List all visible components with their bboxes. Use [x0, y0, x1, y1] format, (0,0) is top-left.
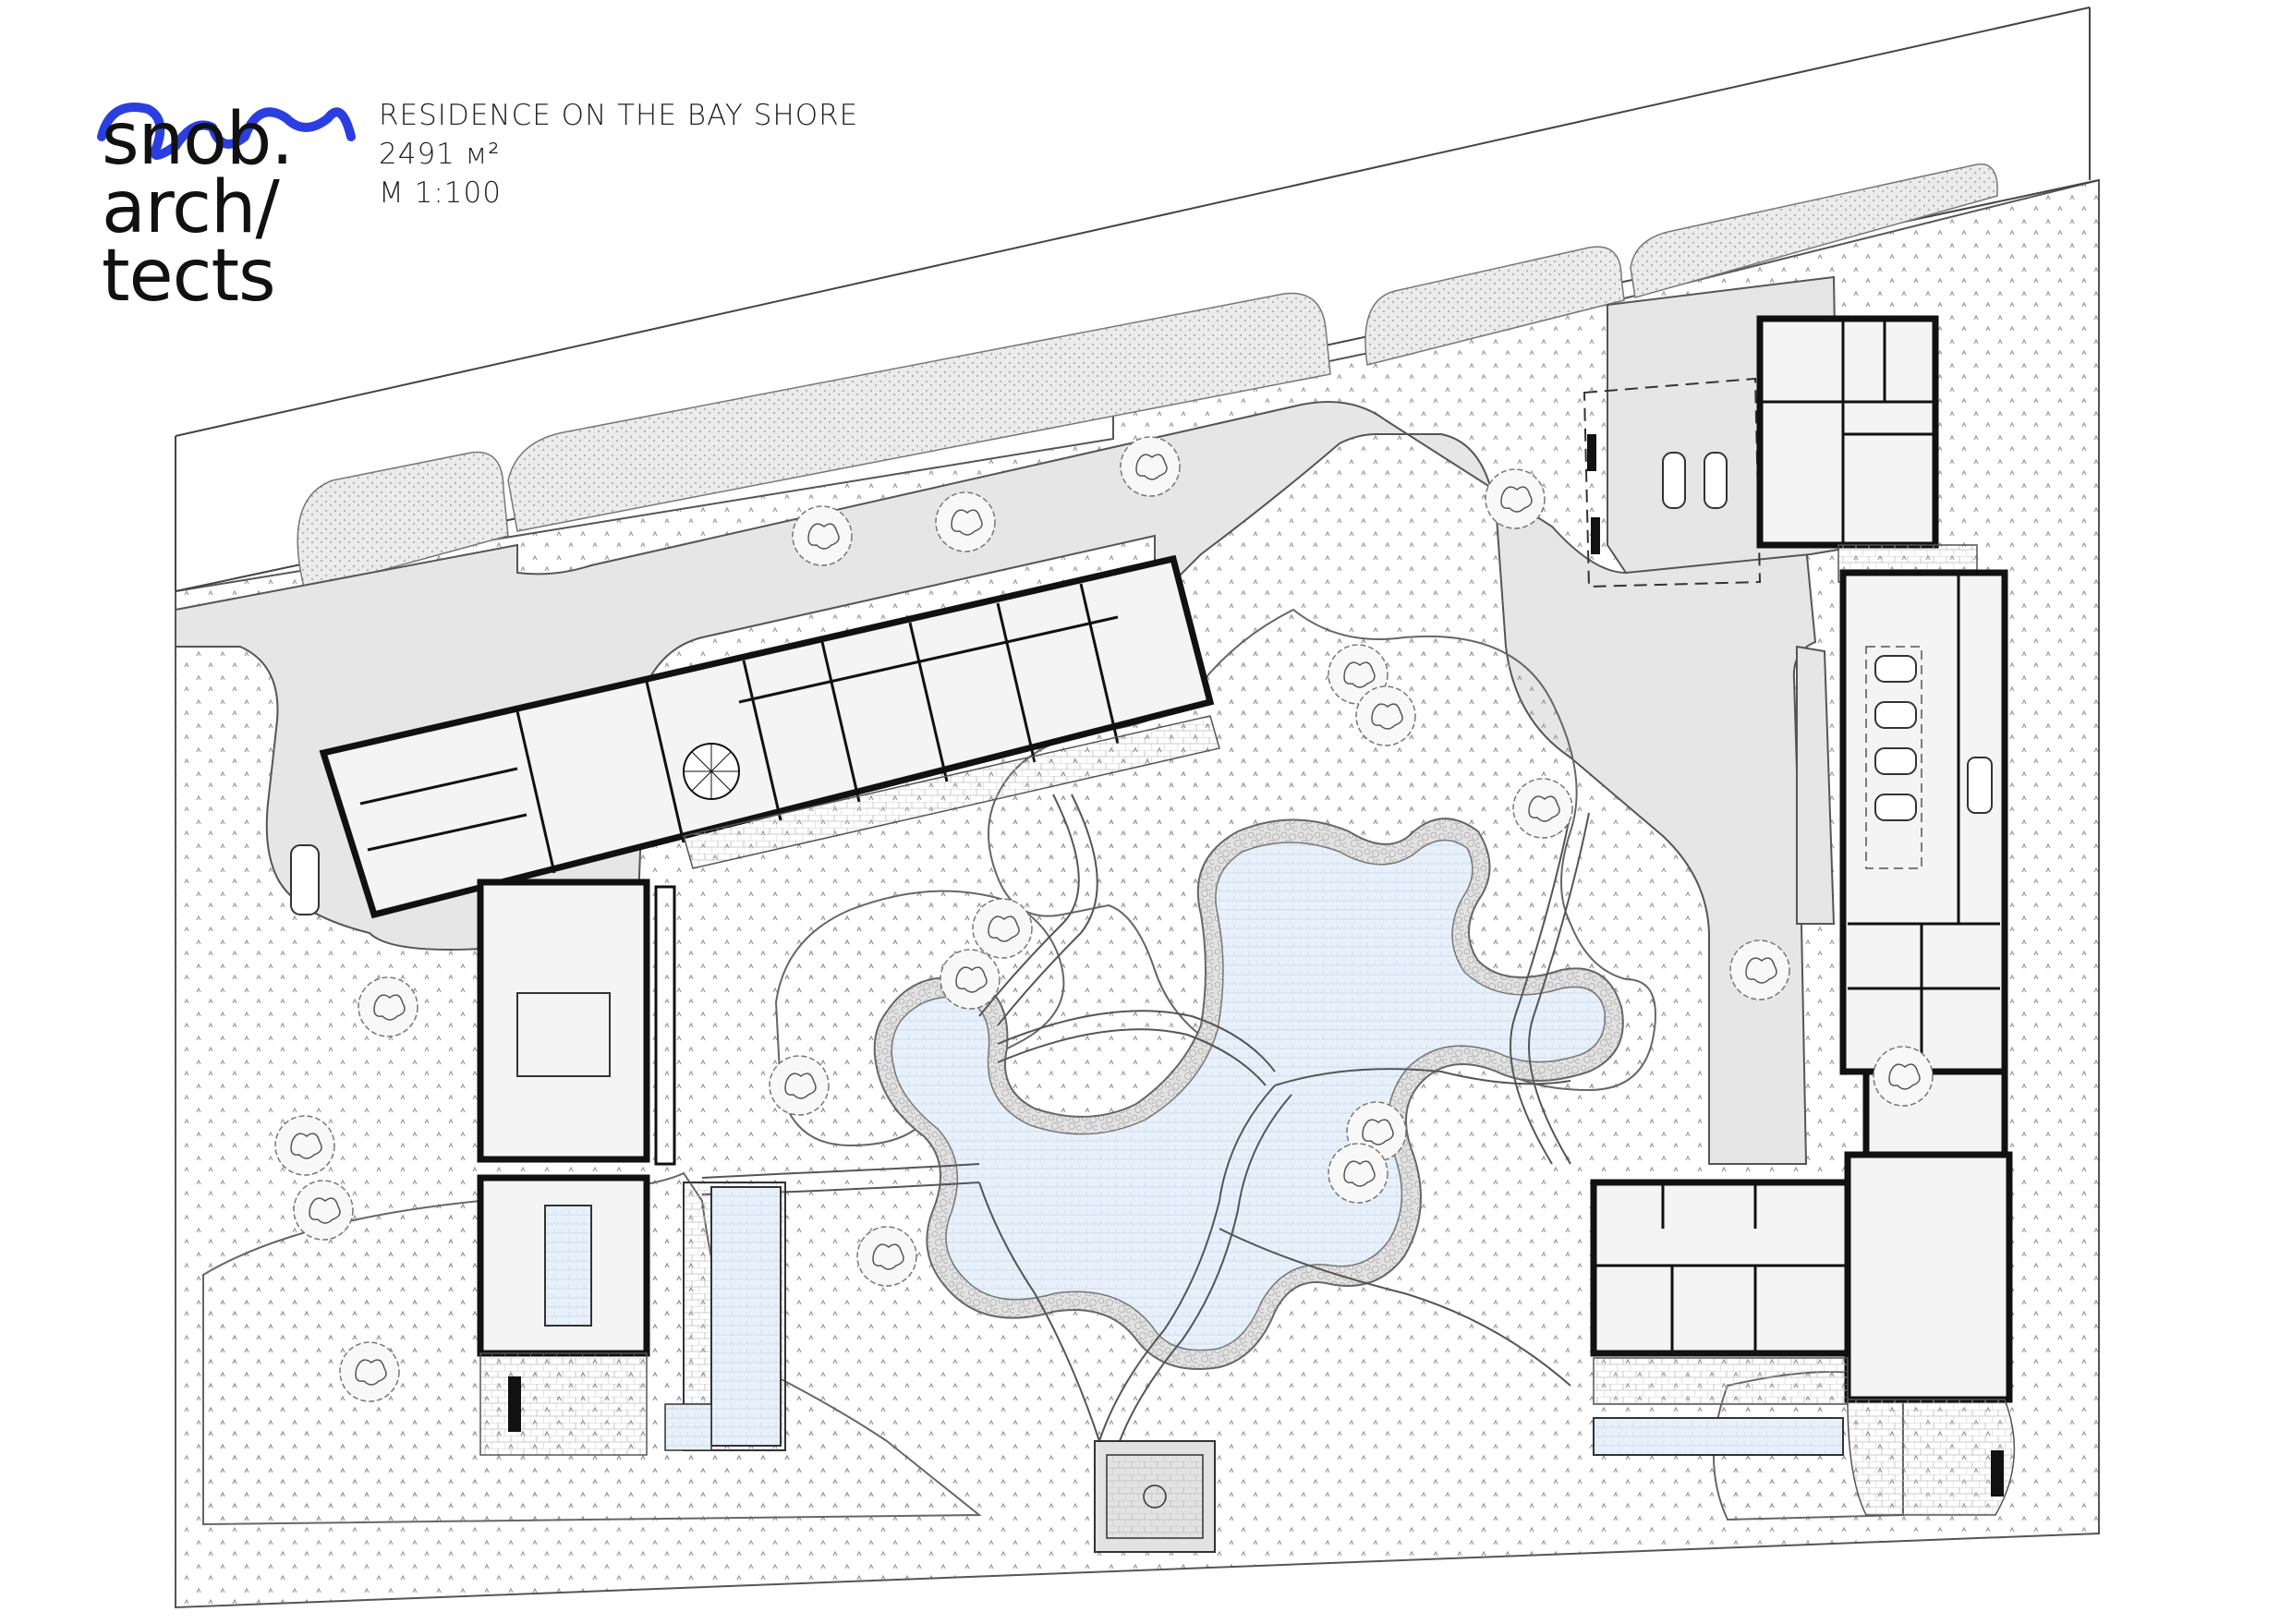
car-icon [1874, 655, 1917, 683]
project-title: RESIDENCE ON THE BAY SHORE [379, 99, 859, 132]
spiral-stair-icon [683, 743, 740, 800]
car-icon [290, 844, 320, 915]
tree-icon [293, 1180, 354, 1241]
garden-pond [873, 818, 1624, 1370]
car-icon [1704, 452, 1728, 509]
tree-icon [1512, 778, 1573, 839]
tree-icon [358, 976, 418, 1037]
tree-icon [274, 1115, 335, 1176]
logo-line-2: arch/ [102, 166, 280, 249]
tree-icon [1120, 436, 1181, 497]
tree-icon [1485, 468, 1546, 529]
tree-icon [1355, 685, 1416, 746]
tree-icon [1873, 1046, 1934, 1107]
tree-icon [940, 949, 1000, 1010]
car-icon [1874, 747, 1917, 775]
tree-icon [972, 898, 1033, 959]
tree-icon [856, 1226, 917, 1287]
west-wing [319, 554, 1220, 919]
drawing-scale: M 1:100 [379, 176, 502, 210]
trees [274, 436, 1934, 1402]
title-block: RESIDENCE ON THE BAY SHORE 2491 м² M 1:1… [379, 96, 858, 212]
swimming-pool [664, 1182, 786, 1451]
garden-pavilion [1094, 1440, 1216, 1553]
studio-logo: snob. arch/ tects [92, 81, 370, 312]
car-icon [1874, 794, 1917, 821]
tree-icon [339, 1341, 400, 1402]
east-wing-garage [1839, 569, 2008, 1075]
tree-icon [1729, 939, 1790, 1000]
car-icon [1874, 701, 1917, 729]
logo-line-3: tects [102, 235, 276, 318]
tree-icon [1328, 1143, 1389, 1204]
car-icon [1662, 452, 1686, 509]
street-hedges [297, 163, 1998, 592]
tree-icon [769, 1055, 830, 1116]
garden-paths [701, 794, 1590, 1442]
west-south-leg [477, 879, 676, 1456]
car-icon [1967, 757, 1993, 814]
parked-cars [290, 452, 1993, 915]
logo-scribble [97, 103, 356, 160]
tree-icon [935, 491, 996, 552]
tree-icon [792, 505, 853, 566]
project-area: 2491 м² [379, 138, 501, 171]
parking-area [1583, 377, 1762, 588]
logo-line-1: snob. [102, 98, 294, 181]
east-wing-south [1590, 1068, 2016, 1516]
